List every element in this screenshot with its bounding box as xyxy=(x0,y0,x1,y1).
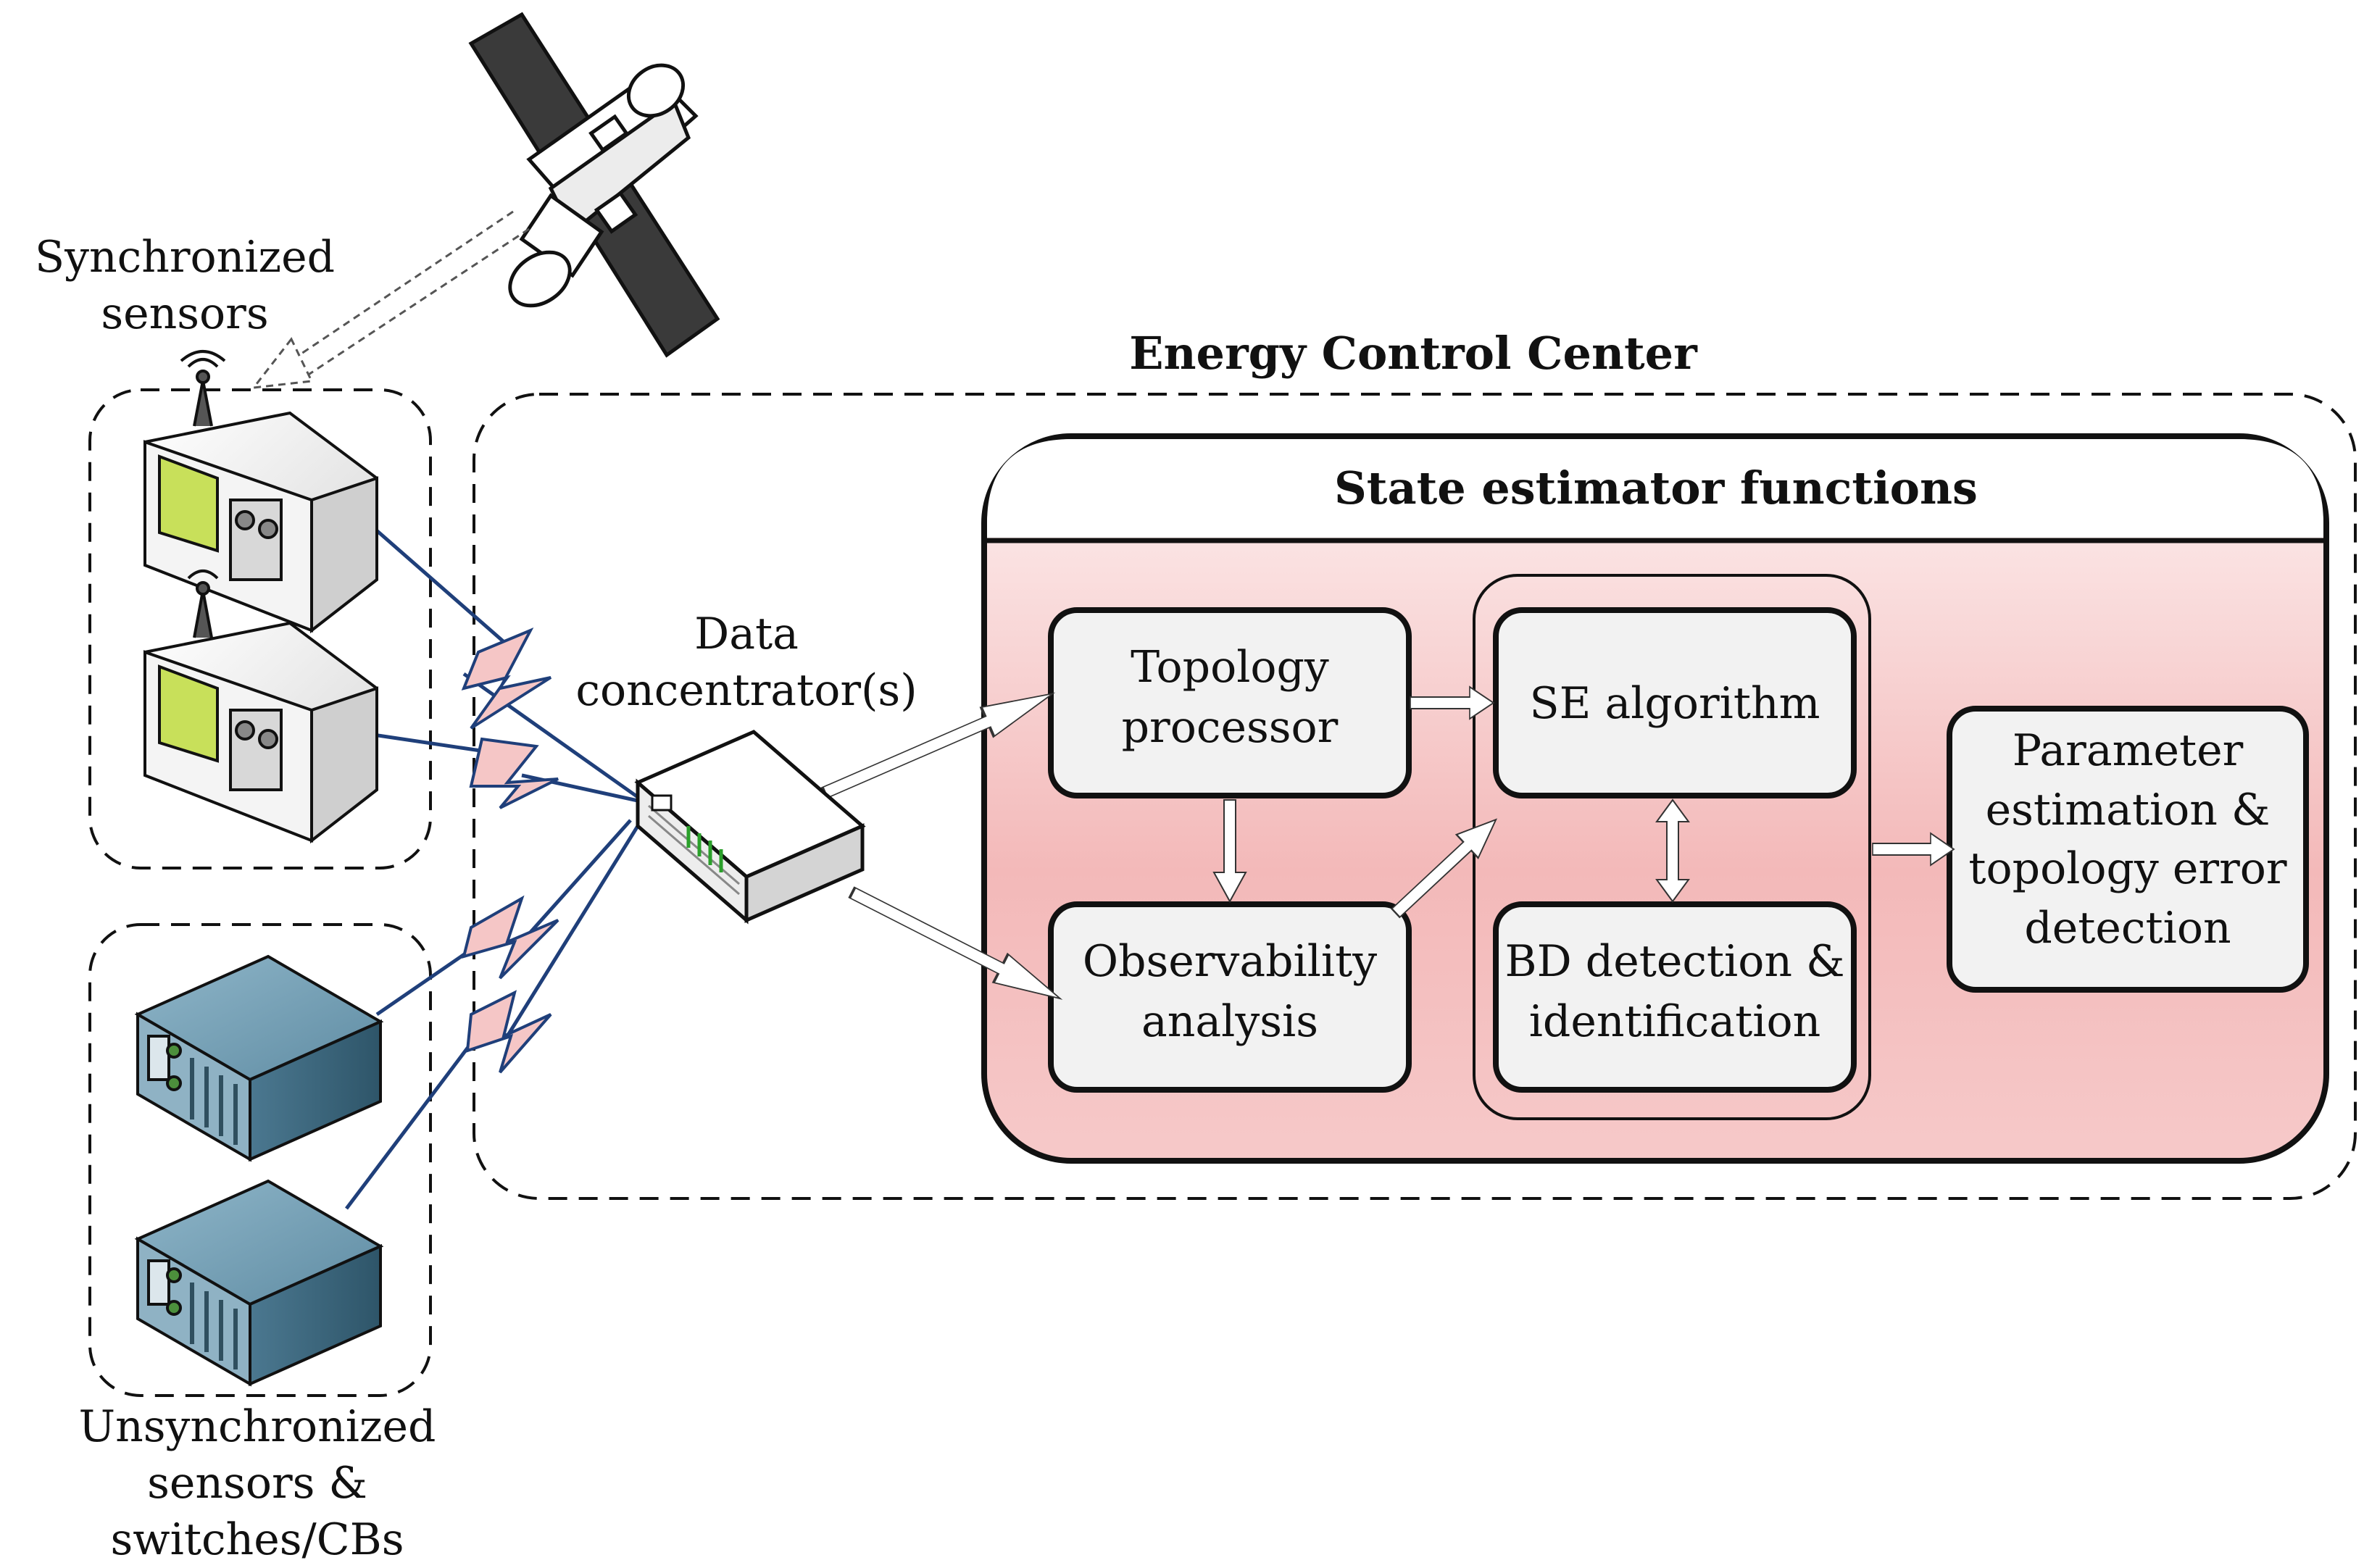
sensor-device-icon-1 xyxy=(143,350,378,634)
satellite-beam xyxy=(251,210,530,389)
bolt-server-2 xyxy=(465,990,552,1074)
synchronized-sensors-group xyxy=(88,388,432,870)
diagram-canvas xyxy=(88,12,2357,1397)
parameter-estimation-label: Parameter estimation & topology error de… xyxy=(1968,725,2287,954)
bolt-sensor-2 xyxy=(469,737,559,809)
server-rack-icon-2 xyxy=(134,1179,384,1387)
state-estimator-functions-title: State estimator functions xyxy=(1334,462,1978,514)
bd-detection-label: BD detection & identification xyxy=(1504,936,1845,1047)
energy-control-center-border xyxy=(473,393,2357,1200)
observability-analysis-box[interactable] xyxy=(1048,901,1412,1093)
link-server-1-b xyxy=(520,819,632,943)
arrow-topology-to-observability xyxy=(1212,799,1247,904)
arrow-se-bd-bidirectional xyxy=(1655,798,1690,903)
router-icon xyxy=(634,730,866,925)
arrow-router-to-observability xyxy=(848,886,1063,1000)
unsynchronized-sensors-group xyxy=(88,923,432,1397)
energy-control-center-title: Energy Control Center xyxy=(1129,327,1697,380)
se-algorithm-label: SE algorithm xyxy=(1529,678,1820,729)
link-sensor-1 xyxy=(372,526,509,646)
arrow-router-to-topology xyxy=(820,692,1056,799)
sensor-device-icon-2 xyxy=(143,570,378,844)
link-sensor-1-b xyxy=(462,672,639,799)
data-concentrator-label: Data concentrator(s) xyxy=(575,609,917,716)
bolt-sensor-1 xyxy=(461,627,552,730)
bolt-server-1 xyxy=(462,895,559,980)
arrow-container-to-parameter xyxy=(1872,832,1955,867)
communication-links xyxy=(345,526,640,1210)
synchronized-sensors-label: Synchronized sensors xyxy=(34,232,336,339)
unsynchronized-sensors-label: Unsynchronized sensors & switches/CBs xyxy=(78,1401,436,1565)
arrow-observability-to-se xyxy=(1391,818,1498,919)
lightning-bolts xyxy=(461,627,559,1074)
observability-analysis-label: Observability analysis xyxy=(1082,936,1378,1047)
link-server-2-b xyxy=(505,825,640,1038)
bd-detection-box[interactable] xyxy=(1493,901,1857,1093)
satellite-icon xyxy=(468,12,720,358)
server-rack-icon-1 xyxy=(134,954,384,1162)
arrow-topology-to-se xyxy=(1410,685,1495,720)
topology-processor-box[interactable] xyxy=(1048,607,1412,798)
se-algorithm-box[interactable] xyxy=(1493,607,1857,798)
topology-processor-label: Topology processor xyxy=(1121,642,1339,753)
